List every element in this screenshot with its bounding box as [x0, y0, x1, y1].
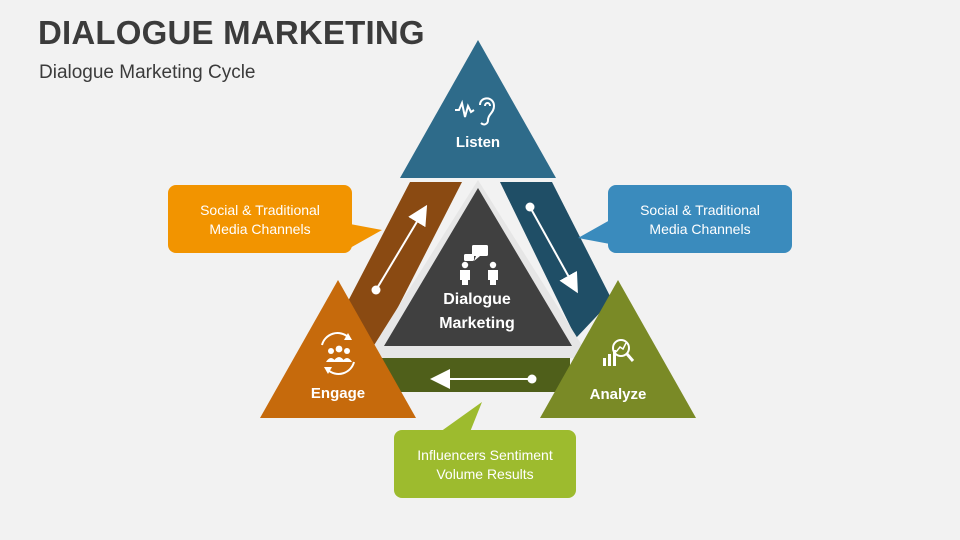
listen-label: Listen [456, 134, 500, 151]
callout-left: Social & Traditional Media Channels [168, 185, 382, 253]
people-conversation-icon [460, 245, 498, 285]
band-analyze-to-engage [378, 358, 570, 392]
ear-sound-icon [455, 97, 496, 126]
team-cycle-icon [321, 332, 355, 375]
callout-bottom-line2: Volume Results [436, 466, 533, 482]
center-triangle [384, 188, 572, 346]
callout-right-line2: Media Channels [649, 221, 750, 237]
flow-arrow-listen-to-analyze [525, 202, 578, 294]
page-title: DIALOGUE MARKETING [38, 14, 425, 51]
callout-right: Social & Traditional Media Channels [578, 185, 792, 253]
callout-left-line2: Media Channels [209, 221, 310, 237]
page-subtitle: Dialogue Marketing Cycle [39, 62, 256, 83]
analyze-label: Analyze [590, 386, 647, 403]
callout-right-line1: Social & Traditional [640, 202, 760, 218]
listen-triangle [400, 40, 556, 178]
band-engage-to-listen [332, 182, 462, 362]
center-label-line2: Marketing [439, 315, 515, 332]
flow-arrow-engage-to-listen [371, 204, 428, 295]
flow-arrow-analyze-to-engage [430, 369, 537, 389]
callout-bottom-line1: Influencers Sentiment [417, 447, 553, 463]
chart-magnifier-icon [603, 339, 635, 366]
callout-bottom: Influencers Sentiment Volume Results [394, 402, 576, 498]
band-listen-to-analyze [500, 182, 612, 338]
callout-left-line1: Social & Traditional [200, 202, 320, 218]
engage-label: Engage [311, 385, 365, 402]
center-label-line1: Dialogue [443, 291, 511, 308]
